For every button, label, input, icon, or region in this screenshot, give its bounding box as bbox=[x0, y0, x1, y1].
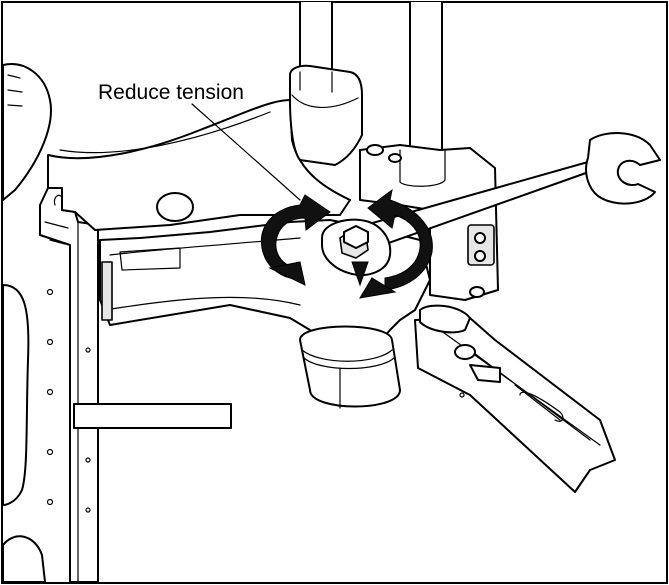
horizontal-rail bbox=[414, 317, 616, 493]
strap-band bbox=[73, 403, 232, 429]
lower-pivot-cylinder bbox=[299, 304, 471, 409]
left-frame-part bbox=[2, 63, 52, 583]
upper-clamp bbox=[289, 64, 363, 166]
wrench-icon bbox=[321, 132, 661, 276]
arm-upper-body bbox=[47, 99, 351, 231]
callout-leader-line bbox=[191, 103, 301, 201]
callout-label: Reduce tension bbox=[98, 81, 244, 104]
rotation-arrows-icon bbox=[260, 188, 433, 299]
